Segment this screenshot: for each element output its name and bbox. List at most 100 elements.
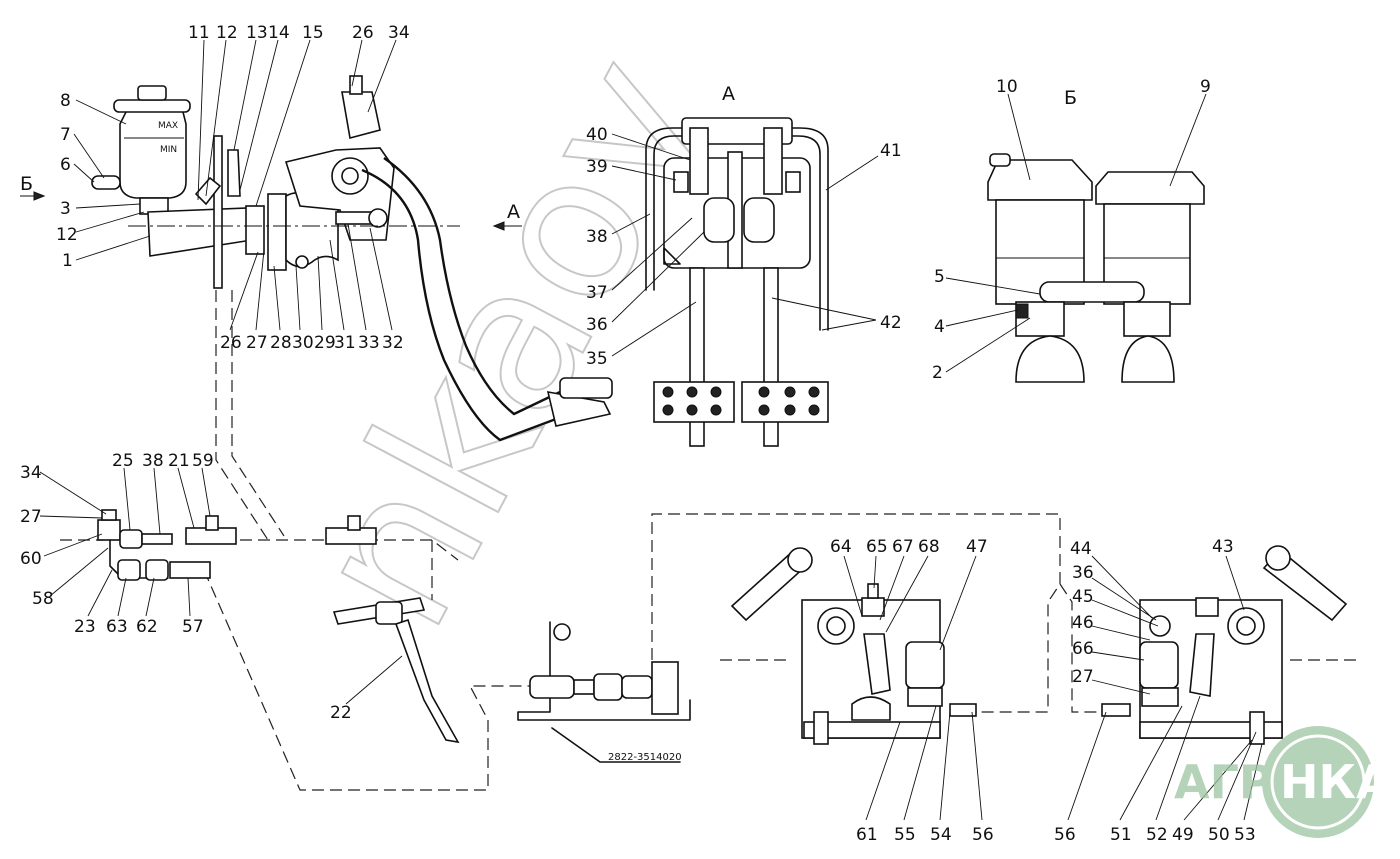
leader-10	[1007, 93, 1031, 181]
label-41: 41	[880, 141, 902, 161]
label-59: 59	[192, 451, 214, 471]
label-52: 52	[1146, 825, 1168, 845]
nut-22	[375, 601, 403, 625]
label-23: 23	[74, 617, 96, 637]
leader-28	[273, 265, 281, 331]
pad-hole	[662, 386, 674, 398]
leader-57	[187, 577, 191, 617]
label-29: 29	[314, 333, 336, 353]
leader-58	[49, 547, 109, 597]
label-3: 3	[60, 199, 71, 219]
pipe-route-down-2	[231, 290, 285, 537]
label-5: 5	[934, 267, 945, 287]
base-55	[907, 687, 943, 707]
top-labels: 11 12 13 14 15 26 34 8 7 6 3 12 1 26 27 …	[56, 23, 410, 353]
leader-64	[843, 555, 863, 617]
label-9: 9	[1200, 77, 1211, 97]
bolt-right	[1249, 711, 1265, 745]
view-b-arrow-label: Б	[20, 173, 33, 195]
label-27-under: 27	[246, 333, 268, 353]
leader-43	[1225, 555, 1245, 611]
hose-57	[169, 561, 211, 579]
nut-63	[117, 559, 141, 581]
leader-55	[903, 705, 937, 821]
label-6: 6	[60, 155, 71, 175]
leader-41	[825, 155, 879, 191]
reservoir-max-mark: MAX	[158, 121, 178, 131]
agronka-logo: АГРО НКА	[1174, 726, 1392, 838]
view-b-leaders	[945, 93, 1207, 373]
label-34-left: 34	[20, 463, 42, 483]
pipe-lower-route	[203, 569, 530, 791]
pad-hole	[784, 386, 796, 398]
label-64: 64	[830, 537, 852, 557]
label-7: 7	[60, 125, 71, 145]
label-43: 43	[1212, 537, 1234, 557]
pad-hole	[784, 404, 796, 416]
tee-fitting	[97, 519, 121, 541]
leader-56-right	[1067, 711, 1107, 821]
leader-67	[879, 555, 905, 621]
logo-ring	[1270, 734, 1366, 830]
label-4: 4	[934, 317, 945, 337]
label-2: 2	[932, 363, 943, 383]
cylinder-cup-right	[1121, 335, 1175, 383]
leader-25	[123, 467, 131, 531]
leader-36-a	[611, 231, 705, 323]
leader-15	[255, 39, 311, 207]
label-27-right: 27	[1072, 667, 1094, 687]
leader-12a	[205, 39, 227, 197]
reservoir-10-tab	[989, 153, 1011, 167]
fitting-12	[194, 176, 222, 206]
leader-36-right	[1091, 577, 1157, 621]
valve-left-leaders	[843, 555, 983, 821]
leader-27-left	[39, 515, 103, 519]
pipe-routes	[60, 290, 1360, 791]
bracket-hole	[553, 623, 571, 641]
chamber-47	[905, 641, 945, 689]
pedal-lever-outer	[383, 157, 561, 416]
leader-27-under	[255, 249, 265, 331]
label-42: 42	[880, 313, 902, 333]
leader-44	[1091, 555, 1153, 619]
bolt-left	[813, 711, 829, 745]
leader-59	[201, 467, 211, 517]
label-28: 28	[270, 333, 292, 353]
plate-2822	[651, 661, 679, 715]
leader-2	[945, 317, 1031, 373]
leader-13	[233, 39, 257, 151]
leader-21	[177, 467, 195, 529]
valve-left-assembly	[730, 547, 977, 745]
leader-65	[873, 555, 877, 589]
pedal-lever	[361, 168, 581, 442]
logo-circle	[1262, 726, 1374, 838]
label-67: 67	[892, 537, 914, 557]
label-61: 61	[856, 825, 878, 845]
label-22: 22	[330, 703, 352, 723]
label-46: 46	[1072, 613, 1094, 633]
leader-56-left	[971, 711, 983, 821]
leader-39	[611, 165, 677, 181]
pad-hole	[686, 386, 698, 398]
leader-32	[369, 227, 393, 331]
leader-11	[197, 39, 205, 201]
leader-42b	[821, 319, 877, 331]
label-26-under: 26	[220, 333, 242, 353]
nut-65	[861, 597, 885, 617]
part-code: 2822-3514020	[608, 752, 682, 763]
label-56-right: 56	[1054, 825, 1076, 845]
leader-61	[865, 721, 901, 821]
fitting-2822-b	[573, 679, 595, 695]
label-58: 58	[32, 589, 54, 609]
chamber-66	[1139, 641, 1179, 689]
cylinder-flange	[245, 205, 265, 255]
leader-8	[75, 99, 127, 125]
label-36-right: 36	[1072, 563, 1094, 583]
valve-right-labels: 44 36 45 46 66 27 43 56 51 52 49 50 53	[1054, 537, 1256, 845]
fitting-leaders	[39, 467, 403, 705]
label-65: 65	[866, 537, 888, 557]
leader-35	[611, 301, 697, 357]
label-45: 45	[1072, 587, 1094, 607]
leader-51	[1119, 705, 1183, 821]
leader-30	[295, 265, 301, 331]
